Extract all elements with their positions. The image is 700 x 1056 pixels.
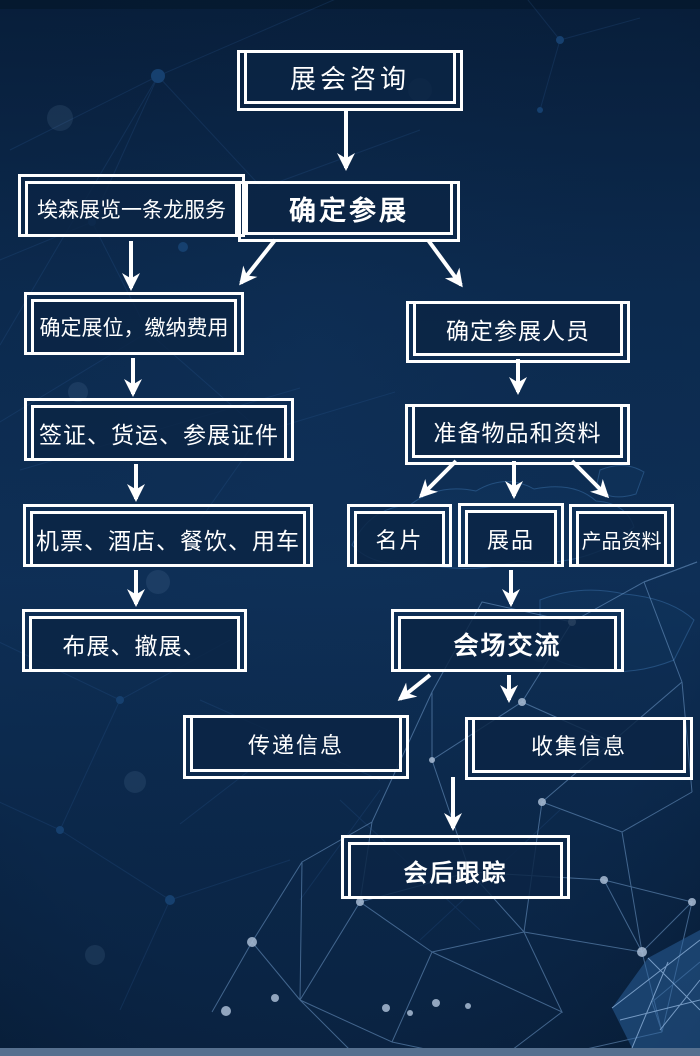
arrow-confirm-to-staff — [426, 238, 463, 288]
node-label: 展会咨询 — [289, 63, 410, 94]
node-label: 传递信息 — [247, 732, 344, 758]
flow-node-confirm-staff: 确定参展人员 — [406, 301, 630, 363]
arrow-communication-to-deliver — [397, 673, 432, 701]
flow-node-post-show-followup: 会后跟踪 — [341, 835, 570, 899]
flow-node-ticket-hotel-dining-car: 机票、酒店、餐饮、用车 — [23, 504, 313, 567]
node-label: 会后跟踪 — [403, 860, 508, 887]
node-label: 收集信息 — [530, 734, 627, 759]
flow-node-exhibition-inquiry: 展会咨询 — [237, 50, 463, 111]
node-label: 布展、撤展、 — [62, 633, 207, 659]
node-label: 名片 — [375, 528, 424, 553]
arrow-prepare-to-cards — [418, 459, 458, 499]
flow-node-setup-teardown: 布展、撤展、 — [22, 609, 247, 672]
node-label: 展品 — [486, 527, 535, 553]
node-label: 会场交流 — [453, 632, 562, 660]
node-label: 签证、货运、参展证件 — [39, 422, 279, 448]
flow-node-aisen-one-stop-service: 埃森展览一条龙服务 — [18, 174, 245, 237]
node-label: 埃森展览一条龙服务 — [37, 199, 226, 222]
node-label: 产品资料 — [581, 530, 662, 553]
flow-node-visa-freight-credentials: 签证、货运、参展证件 — [24, 398, 294, 461]
flow-node-prepare-items-materials: 准备物品和资料 — [405, 404, 630, 465]
node-label: 准备物品和资料 — [433, 420, 602, 446]
bottom-bar — [0, 1048, 700, 1056]
flow-node-product-materials: 产品资料 — [569, 504, 674, 567]
node-label: 确定参展 — [289, 195, 409, 226]
flow-node-exhibits: 展品 — [458, 503, 564, 567]
node-label: 机票、酒店、餐饮、用车 — [36, 528, 300, 554]
arrow-prepare-to-materials — [570, 459, 610, 499]
flow-node-business-cards: 名片 — [347, 504, 452, 567]
arrow-confirm-to-booth — [239, 238, 277, 286]
node-label: 确定参展人员 — [446, 317, 590, 344]
corner-cluster — [611, 930, 700, 1049]
flow-node-onsite-communication: 会场交流 — [391, 609, 624, 672]
flow-node-confirm-participation: 确定参展 — [238, 181, 460, 242]
flow-node-confirm-booth-pay-fee: 确定展位，缴纳费用 — [24, 292, 244, 355]
flow-node-collect-info: 收集信息 — [465, 717, 693, 780]
node-label: 确定展位，缴纳费用 — [39, 317, 229, 340]
flow-node-deliver-info: 传递信息 — [183, 715, 409, 779]
